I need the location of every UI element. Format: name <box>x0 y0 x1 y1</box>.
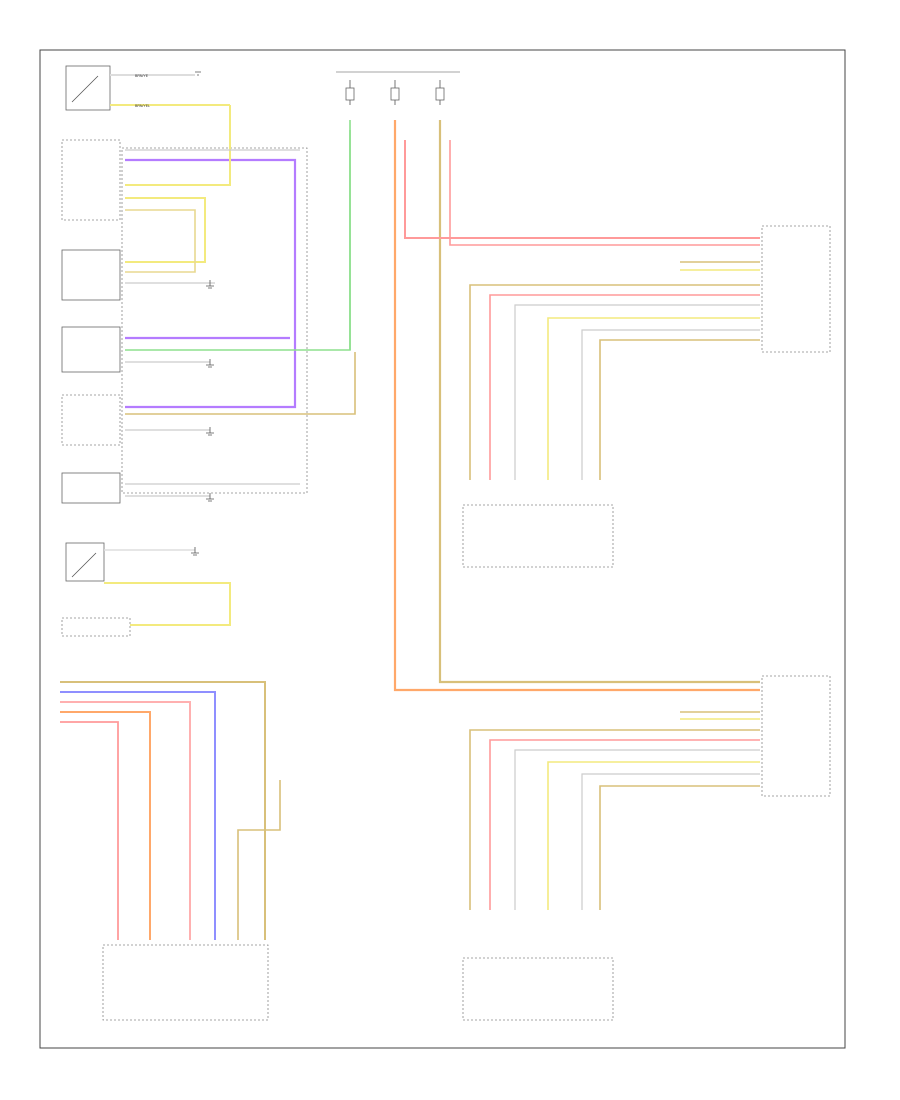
wire-red-top-2 <box>449 140 760 246</box>
diagram-frame <box>39 49 846 1049</box>
fuse-block <box>336 71 460 105</box>
right-switch <box>462 504 614 568</box>
svg-text:BRN/YE: BRN/YE <box>135 74 149 78</box>
door-lock <box>61 394 121 446</box>
ground-symbols <box>191 280 214 556</box>
wire-front-2 <box>104 582 231 626</box>
left-mirror-wires <box>469 711 760 910</box>
passenger-seat-wires <box>60 681 281 940</box>
wire-red-top <box>404 140 760 239</box>
wire-purple-1 <box>125 158 297 409</box>
glove-box <box>61 326 121 373</box>
passenger-switch: BRN/YE BRN/YEL <box>65 65 230 111</box>
wire-orange-main <box>393 120 760 692</box>
left-switch <box>462 957 614 1021</box>
left-mirror <box>761 675 831 797</box>
wire-yellow-1 <box>125 105 231 186</box>
wire-yellow-3 <box>125 209 196 273</box>
wire-yellow-2 <box>125 197 206 263</box>
driver-door-module <box>61 139 308 494</box>
right-mirror-wires <box>469 261 760 480</box>
wire-tan-main <box>438 120 760 684</box>
passenger-seat <box>102 944 269 1021</box>
wire-tan-1 <box>125 352 356 415</box>
body-controller <box>61 472 121 504</box>
right-mirror <box>761 225 831 353</box>
trunk-lid <box>61 249 121 301</box>
svg-text:BRN/YEL: BRN/YEL <box>135 104 150 108</box>
mirror-module <box>61 617 131 637</box>
wire-green <box>125 130 351 351</box>
front-door-switch <box>65 542 105 582</box>
